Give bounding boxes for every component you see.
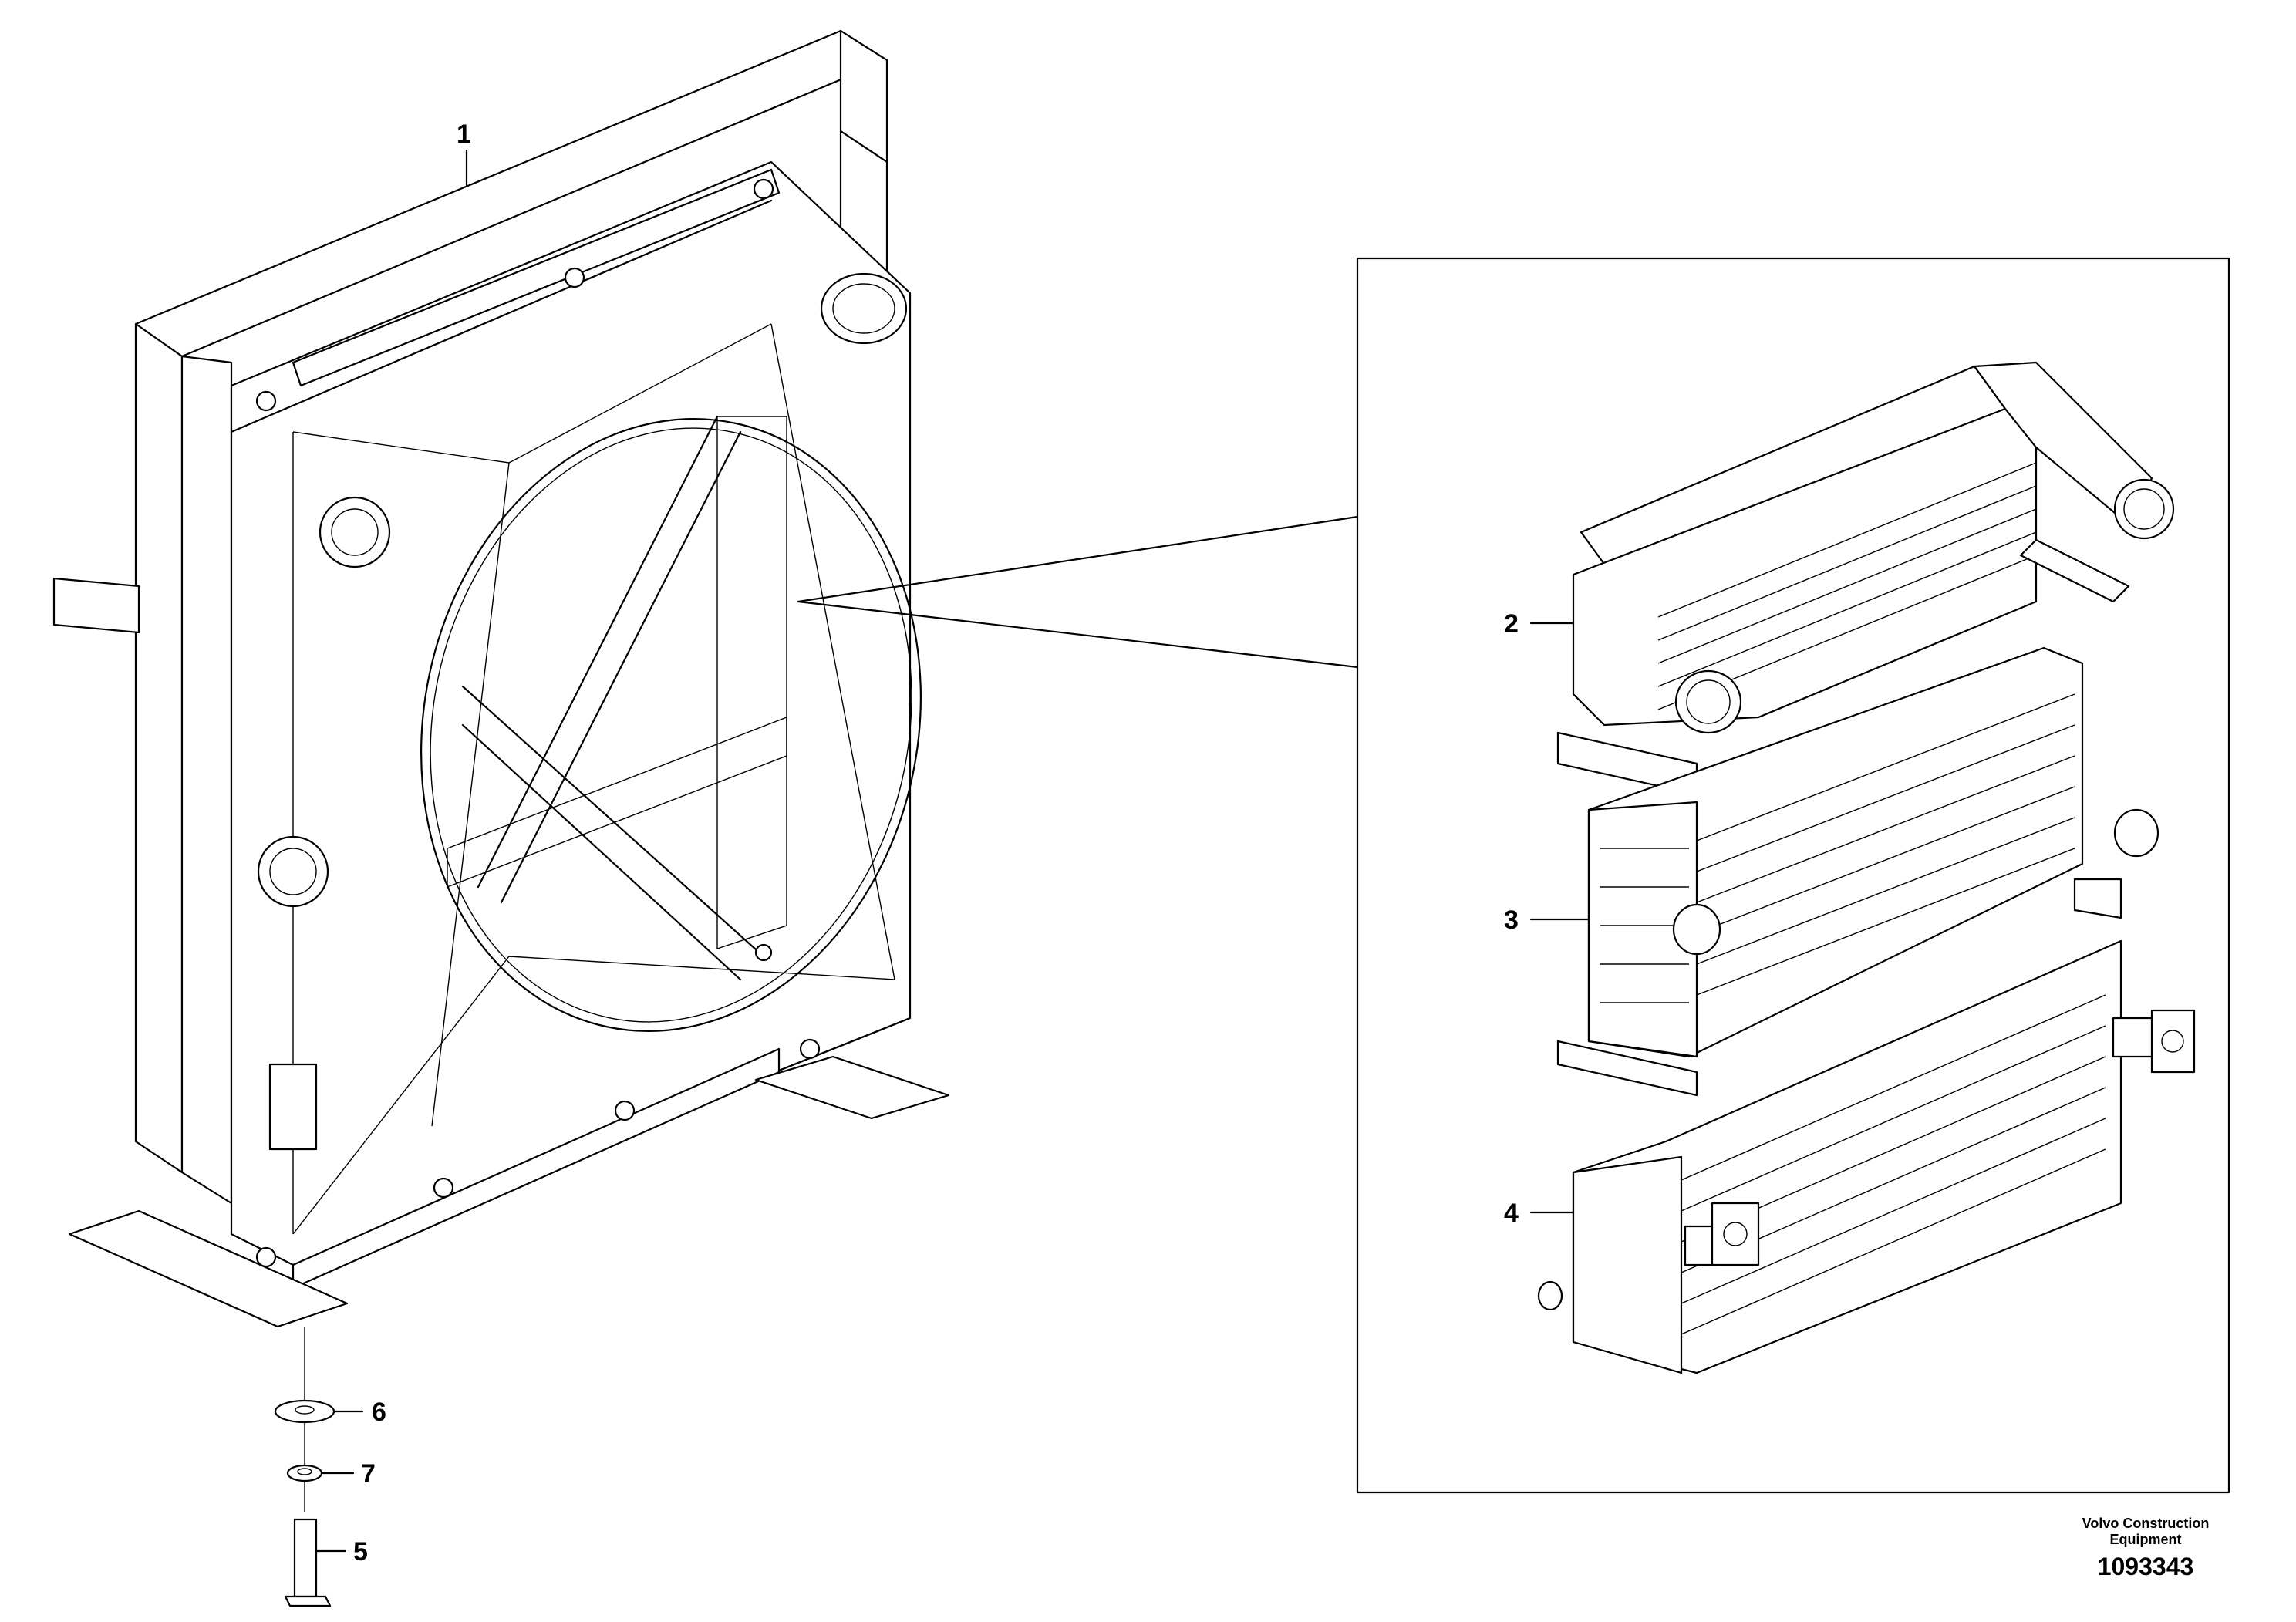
footer: Volvo Construction Equipment 1093343	[2065, 1516, 2227, 1581]
charge-air-cooler-part-2	[1572, 361, 2175, 734]
document-number: 1093343	[2097, 1553, 2194, 1580]
bolt-part-5	[293, 1518, 318, 1598]
callout-3: 3	[1504, 905, 1590, 935]
callout-6: 6	[332, 1398, 386, 1427]
mounting-hardware	[274, 1327, 335, 1607]
callout-label: 6	[372, 1398, 386, 1427]
callout-label: 4	[1504, 1199, 1519, 1228]
washer-part-6	[274, 1399, 335, 1424]
callout-label: 1	[457, 120, 471, 149]
callout-label: 5	[353, 1537, 368, 1566]
callout-5: 5	[315, 1537, 368, 1566]
callout-4: 4	[1504, 1199, 1575, 1228]
detail-leader	[797, 515, 1359, 669]
spring-washer-part-7	[286, 1464, 323, 1482]
detail-frame	[1356, 257, 2230, 1494]
radiator-frame-assembly	[52, 29, 950, 1328]
callout-label: 2	[1504, 609, 1519, 639]
callout-7: 7	[320, 1459, 376, 1489]
callout-label: 3	[1504, 905, 1519, 935]
oil-cooler-part-4	[1537, 939, 2196, 1374]
company-name: Volvo Construction Equipment	[2082, 1516, 2210, 1547]
callout-1: 1	[457, 120, 471, 187]
cooler-core-part-3	[1556, 646, 2159, 1097]
callout-2: 2	[1504, 609, 1575, 639]
callout-label: 7	[361, 1459, 376, 1489]
